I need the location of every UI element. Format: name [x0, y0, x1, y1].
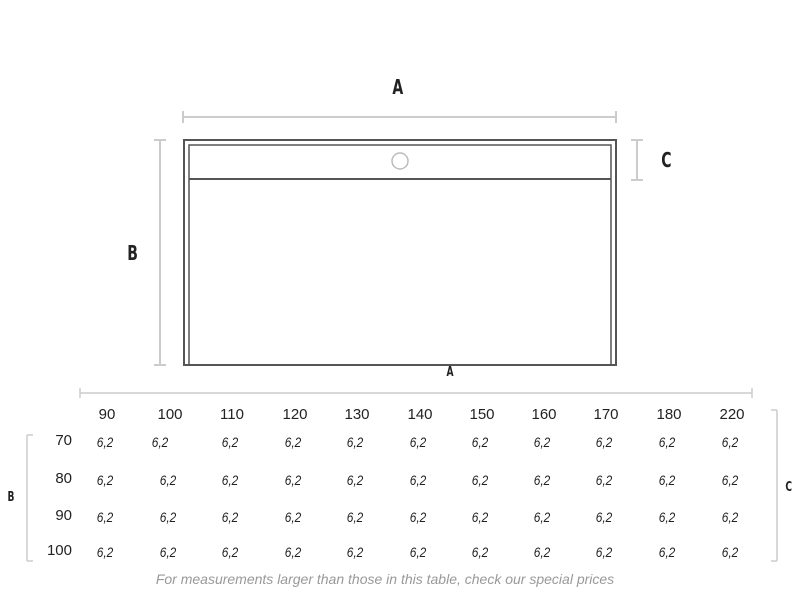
table-cell: 6,2	[346, 472, 364, 488]
dimension-line-b	[154, 139, 166, 366]
table-cell: 6,2	[658, 472, 676, 488]
table-cell: 6,2	[221, 544, 239, 560]
table-cell: 6,2	[346, 544, 364, 560]
table-cell: 6,2	[96, 509, 114, 525]
table-cell: 6,2	[159, 509, 177, 525]
row-header: 80	[55, 470, 72, 487]
table-cell: 6,2	[658, 434, 676, 450]
label-a-bottom: A	[446, 365, 454, 380]
table-cell: 6,2	[151, 434, 169, 450]
table-cell: 6,2	[658, 544, 676, 560]
table-label-b: B	[7, 490, 15, 505]
table-cell: 6,2	[159, 544, 177, 560]
table-cell: 6,2	[595, 509, 613, 525]
table-cell: 6,2	[284, 434, 302, 450]
table-cell: 6,2	[96, 472, 114, 488]
column-header: 100	[157, 406, 183, 423]
table-cell: 6,2	[658, 509, 676, 525]
table-cell: 6,2	[409, 509, 427, 525]
column-header: 110	[220, 406, 244, 423]
table-cell: 6,2	[284, 509, 302, 525]
column-header: 150	[469, 406, 495, 423]
label-c: C	[661, 148, 672, 172]
table-cell: 6,2	[284, 544, 302, 560]
table-cell: 6,2	[96, 434, 114, 450]
column-header: 120	[282, 406, 308, 423]
table-cell: 6,2	[221, 472, 239, 488]
table-cell: 6,2	[284, 472, 302, 488]
label-b: B	[127, 241, 138, 265]
table-cell: 6,2	[721, 434, 739, 450]
row-header: 70	[55, 432, 72, 449]
table-cell: 6,2	[159, 472, 177, 488]
table-cell: 6,2	[533, 472, 551, 488]
drain-hole	[391, 152, 409, 170]
table-cell: 6,2	[346, 509, 364, 525]
label-a-top: A	[392, 75, 404, 99]
column-header: 90	[98, 406, 116, 423]
table-cell: 6,2	[533, 509, 551, 525]
table-label-c: C	[785, 480, 793, 495]
column-header: 160	[531, 406, 557, 423]
table-cell: 6,2	[721, 509, 739, 525]
table-axis-a	[79, 388, 753, 398]
table-cell: 6,2	[533, 544, 551, 560]
table-cell: 6,2	[221, 434, 239, 450]
table-cell: 6,2	[221, 509, 239, 525]
table-cell: 6,2	[471, 544, 489, 560]
table-cell: 6,2	[595, 472, 613, 488]
table-cell: 6,2	[471, 434, 489, 450]
table-cell: 6,2	[409, 434, 427, 450]
row-header: 100	[46, 542, 72, 559]
table-cell: 6,2	[409, 544, 427, 560]
table-cell: 6,2	[471, 472, 489, 488]
basin-outline	[183, 139, 617, 366]
table-cell: 6,2	[471, 509, 489, 525]
column-header: 180	[656, 406, 682, 423]
column-header: 130	[344, 406, 370, 423]
footnote: For measurements larger than those in th…	[155, 571, 615, 587]
table-cell: 6,2	[721, 544, 739, 560]
table-cell: 6,2	[346, 434, 364, 450]
table-cell: 6,2	[595, 544, 613, 560]
table-cell: 6,2	[533, 434, 551, 450]
table-cell: 6,2	[96, 544, 114, 560]
table-axis-b	[26, 434, 33, 562]
table-cell: 6,2	[721, 472, 739, 488]
column-header: 220	[719, 406, 745, 423]
row-header: 90	[55, 507, 72, 524]
table-axis-c	[771, 409, 778, 562]
column-header: 170	[593, 406, 619, 423]
dimension-line-c	[631, 139, 643, 181]
table-cell: 6,2	[595, 434, 613, 450]
dimension-line-a	[182, 111, 617, 123]
column-header: 140	[407, 406, 433, 423]
table-cell: 6,2	[409, 472, 427, 488]
